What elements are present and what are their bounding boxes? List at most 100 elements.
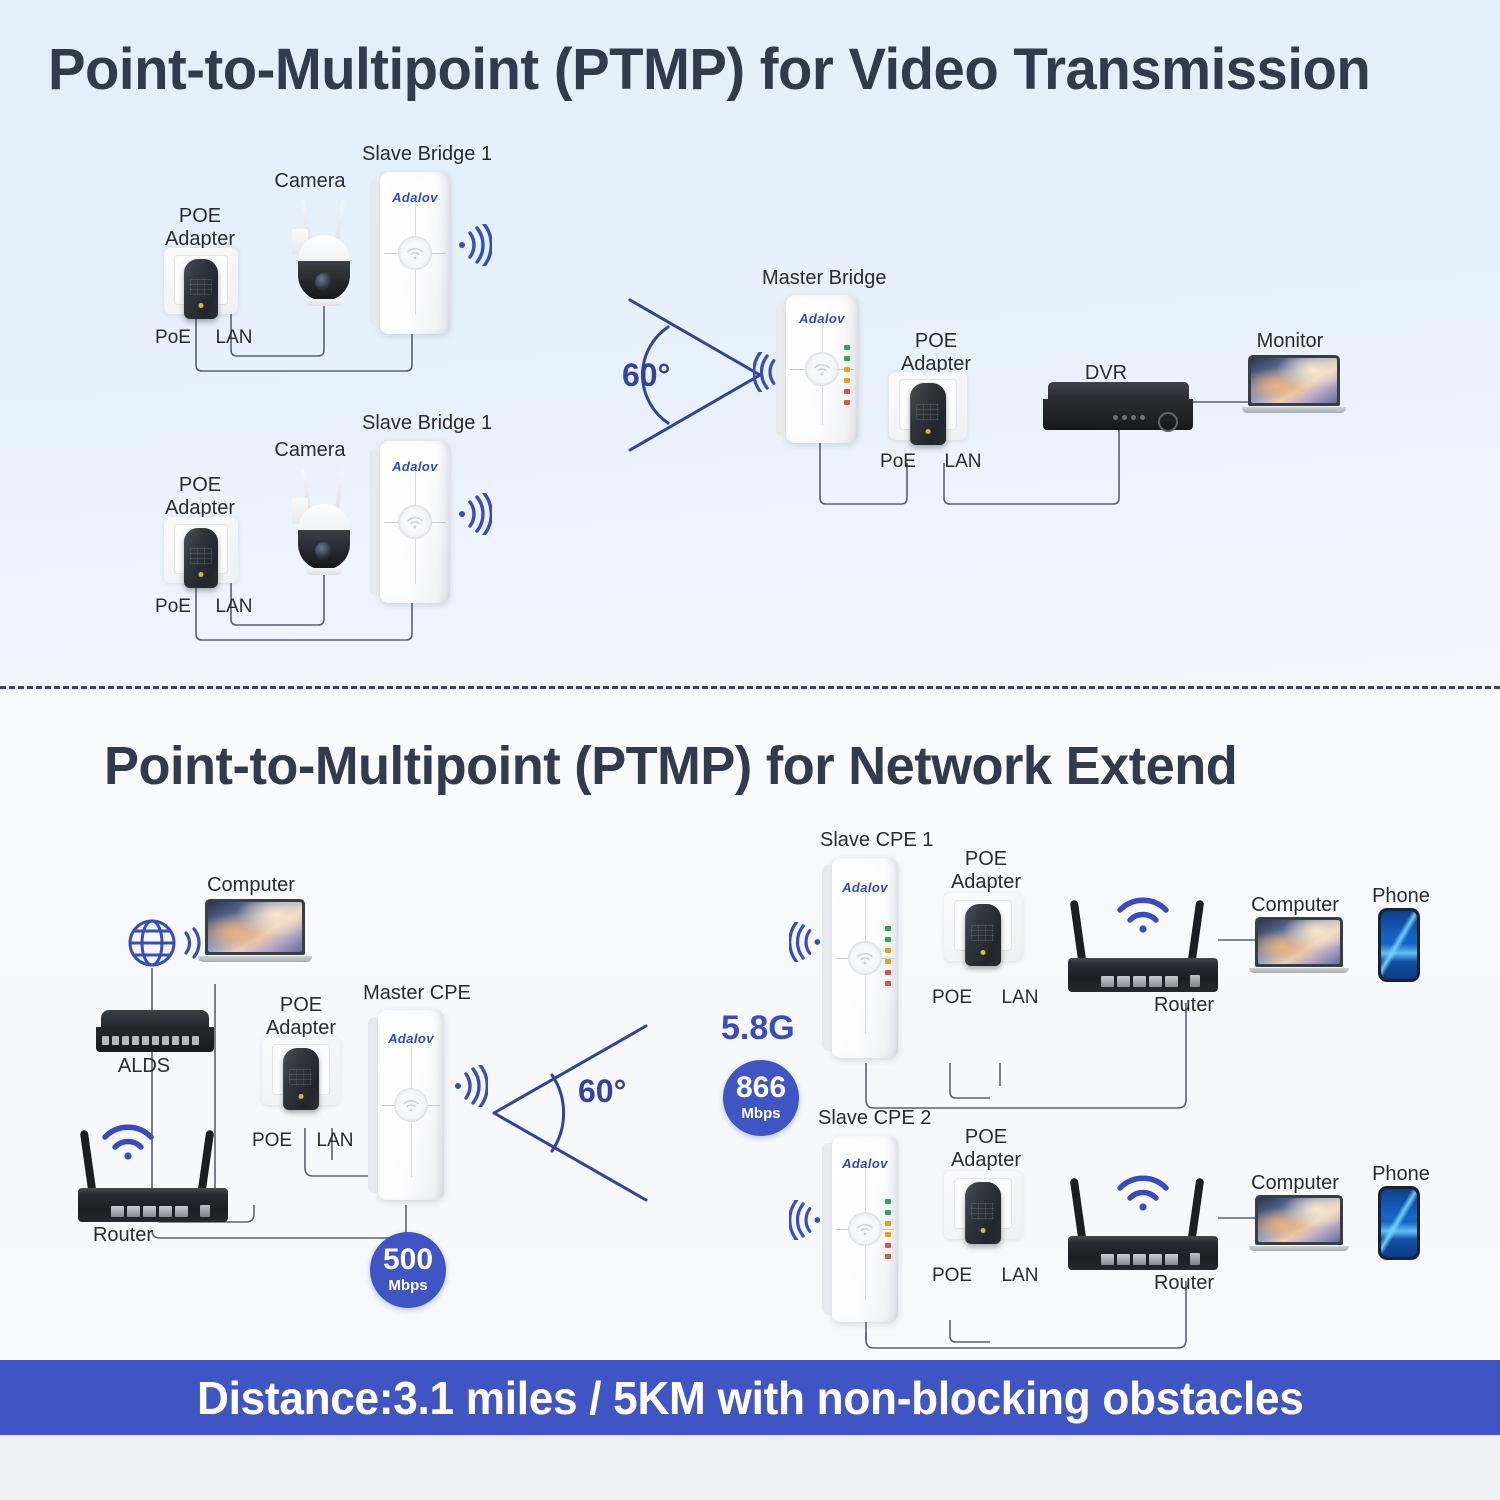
- adapter-grill: [289, 1069, 313, 1086]
- laptop-base: [1248, 1245, 1350, 1252]
- brand-logo: Adalov: [842, 880, 888, 895]
- adapter-body: [183, 258, 219, 320]
- slave-cpe-1: Adalov: [822, 858, 898, 1058]
- banner-text: Distance:3.1 miles / 5KM with non-blocki…: [196, 1372, 1304, 1424]
- router-cpe1: [1068, 899, 1218, 992]
- page-title-network-extend: Point-to-Multipoint (PTMP) for Network E…: [104, 736, 1238, 796]
- wifi-icon-router-cpe2: [1115, 1171, 1171, 1218]
- adapter-led: [198, 302, 204, 308]
- camera-b: [290, 464, 358, 576]
- phone-cpe2: [1378, 1186, 1420, 1260]
- router-cpe2: [1068, 1177, 1218, 1270]
- poe-adapter-master-top: [889, 372, 967, 446]
- router-antenna-left: [1069, 899, 1087, 963]
- slave-bridge-1a: Adalov: [370, 172, 450, 334]
- master-bridge: Adalov: [776, 295, 858, 443]
- label-slave-bridge-1b: Slave Bridge 1: [362, 412, 493, 434]
- speed-value: 866: [735, 1070, 787, 1104]
- label-slave-cpe-1: Slave CPE 1: [820, 829, 934, 851]
- label-port-lan-cpe1: LAN: [1001, 987, 1039, 1008]
- label-camera-b: Camera: [274, 439, 346, 461]
- phone-case: [1378, 1186, 1420, 1260]
- laptop-base: [198, 955, 312, 963]
- label-port-poe-master-bottom: POE: [251, 1130, 293, 1151]
- beam-angle-top: [628, 298, 762, 452]
- camera-base: [306, 568, 342, 575]
- poe-adapter-b: [164, 517, 238, 589]
- label-camera-a: Camera: [274, 170, 346, 192]
- wifi-icon-router-cpe1: [1115, 893, 1171, 940]
- router-left: [78, 1129, 228, 1222]
- label-computer-cpe2: Computer: [1251, 1172, 1339, 1194]
- router-antenna-right: [197, 1129, 215, 1193]
- label-slave-cpe-2: Slave CPE 2: [818, 1107, 932, 1129]
- computer-cpe2: [1248, 1195, 1350, 1259]
- label-port-poe-cpe1: POE: [931, 987, 973, 1008]
- camera-a: [290, 195, 358, 307]
- label-port-poe-b: PoE: [155, 596, 191, 617]
- phone-screen: [1381, 1189, 1417, 1257]
- camera-lens: [315, 542, 333, 560]
- internet-globe-icon: [126, 917, 178, 974]
- slave-bridge-1b: Adalov: [370, 441, 450, 603]
- screen-bezel: [1255, 917, 1343, 967]
- signal-icon-slave-a: [456, 222, 493, 271]
- adapter-led: [980, 949, 986, 955]
- slave-cpe-2: Adalov: [822, 1136, 898, 1322]
- camera-lens: [315, 273, 333, 291]
- label-poe-adapter-master-top: POE Adapter: [900, 330, 972, 375]
- wallpaper-image: [1251, 358, 1337, 404]
- led-indicator-strip: [884, 926, 891, 986]
- label-port-lan-a: LAN: [215, 327, 253, 348]
- distance-banner: Distance:3.1 miles / 5KM with non-blocki…: [0, 1360, 1500, 1436]
- screen-bezel: [1255, 1195, 1343, 1245]
- dvr-device: [1043, 382, 1193, 433]
- dvr-front: [1043, 399, 1193, 433]
- label-master-cpe: Master CPE: [363, 982, 471, 1004]
- cpe-body: Adalov: [832, 1136, 898, 1322]
- router-aux-port: [1190, 1253, 1200, 1265]
- label-poe-adapter-cpe2: POE Adapter: [950, 1126, 1022, 1171]
- wifi-emblem-icon: [848, 1212, 882, 1246]
- frequency-label: 5.8G: [721, 1009, 795, 1047]
- switch-top: [100, 1010, 210, 1028]
- router-body: [1068, 1236, 1218, 1270]
- wallpaper-image: [208, 902, 302, 953]
- dvr-buttons: [1113, 414, 1145, 420]
- brand-logo: Adalov: [392, 458, 438, 474]
- label-alds: ALDS: [117, 1055, 171, 1077]
- router-ports: [1101, 976, 1178, 987]
- switch-front: [96, 1026, 214, 1052]
- router-aux-port: [200, 1205, 210, 1217]
- signal-icon-master-bridge: [752, 350, 787, 397]
- adapter-grill: [190, 548, 212, 564]
- brand-logo: Adalov: [388, 1030, 434, 1046]
- camera-base: [306, 299, 342, 306]
- cpe-body: Adalov: [786, 295, 858, 443]
- adapter-body: [283, 1047, 319, 1111]
- cpe-body: Adalov: [832, 858, 898, 1058]
- signal-icon-master-cpe: [452, 1063, 489, 1112]
- network-switch-alds: [96, 1010, 214, 1052]
- label-port-poe-cpe2: POE: [931, 1265, 973, 1286]
- label-router-left: Router: [92, 1224, 154, 1246]
- page-title-video-transmission: Point-to-Multipoint (PTMP) for Video Tra…: [48, 37, 1371, 102]
- label-router-cpe1: Router: [1153, 994, 1215, 1016]
- wifi-emblem-icon: [805, 352, 839, 386]
- label-port-poe-a: PoE: [155, 327, 191, 348]
- label-dvr: DVR: [1084, 362, 1128, 384]
- switch-ports: [101, 1036, 199, 1046]
- adapter-body: [910, 382, 946, 446]
- router-antenna-left: [1069, 1177, 1087, 1241]
- brand-logo: Adalov: [842, 1156, 888, 1172]
- poe-adapter-cpe1: [944, 893, 1022, 967]
- wallpaper-image: [1258, 920, 1340, 964]
- wifi-emblem-icon: [398, 505, 432, 539]
- screen-bezel: [1248, 355, 1340, 407]
- signal-icon-slave-cpe-2: [788, 1198, 823, 1245]
- label-port-lan-b: LAN: [215, 596, 253, 617]
- led-indicator-strip: [884, 1199, 891, 1260]
- computer-cpe1: [1248, 917, 1350, 981]
- phone-cpe1: [1378, 908, 1420, 982]
- label-phone-cpe2: Phone: [1372, 1163, 1430, 1185]
